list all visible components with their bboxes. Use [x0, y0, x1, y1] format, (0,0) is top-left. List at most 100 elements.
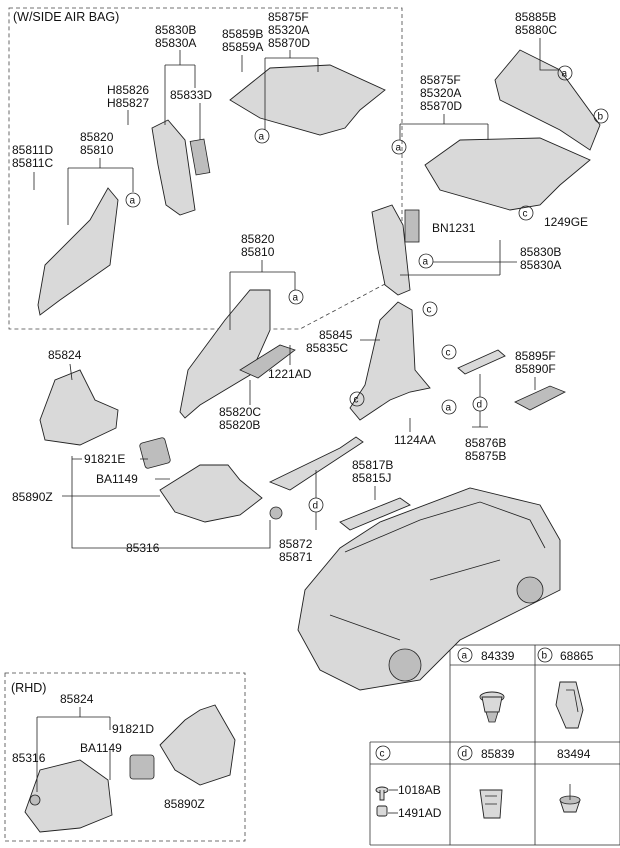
- label-BA1149: BA1149: [96, 472, 138, 486]
- legend-d-part-number: 85839: [481, 747, 515, 761]
- label-85810-top: 85810: [80, 143, 114, 157]
- label-85859A: 85859A: [222, 40, 263, 54]
- label-85870D-top: 85870D: [268, 36, 310, 50]
- legend-b-callout: b: [537, 647, 553, 663]
- pillar-b-right-part: [371, 204, 411, 296]
- grommet-85316-part: [269, 506, 283, 520]
- svg-text:d: d: [477, 400, 483, 411]
- svg-text:a: a: [562, 69, 568, 80]
- svg-text:a: a: [423, 257, 429, 268]
- label-85830A: 85830A: [155, 36, 196, 50]
- label-85845: 85845: [319, 328, 353, 342]
- label-85890Z: 85890Z: [12, 490, 53, 504]
- label-rhd-BA1149: BA1149: [80, 741, 122, 755]
- svg-text:c: c: [523, 209, 528, 220]
- pillar-b-airbag-part: [151, 119, 196, 216]
- headliner-right-part: [424, 137, 591, 211]
- label-rhd-85316: 85316: [12, 751, 46, 765]
- rhd-kick-panel-85824-part: [24, 759, 113, 833]
- label-85320A-right: 85320A: [420, 86, 461, 100]
- label-85830B: 85830B: [155, 23, 196, 37]
- cover-91821E-part: [139, 437, 171, 469]
- svg-text:d: d: [462, 749, 468, 760]
- svg-text:a: a: [396, 143, 402, 154]
- scuff-rear-part: [457, 349, 506, 375]
- label-85320A-top: 85320A: [268, 23, 309, 37]
- callout-a-pillar-c: a: [441, 399, 457, 415]
- svg-text:a: a: [446, 403, 452, 414]
- pillar-c-part: [349, 301, 431, 421]
- label-1124AA: 1124AA: [394, 433, 436, 447]
- pillar-a-airbag-part: [37, 187, 119, 316]
- label-rhd-85824: 85824: [60, 692, 94, 706]
- scuff-front-part: [268, 436, 364, 491]
- svg-text:c: c: [354, 395, 359, 406]
- cap-1491AD-icon: [376, 805, 388, 817]
- kick-panel-85824-part: [39, 369, 119, 446]
- callout-a-pillar-a-mid: a: [288, 289, 304, 305]
- label-1249GE: 1249GE: [544, 215, 588, 229]
- svg-text:a: a: [462, 651, 468, 662]
- clip-84339-icon: [479, 691, 505, 723]
- screw-1018AB-icon: [375, 786, 389, 801]
- side-airbag-section-box: [8, 7, 403, 330]
- clip-68865-icon: [555, 681, 584, 729]
- label-85824: 85824: [48, 348, 82, 362]
- label-85820C: 85820C: [219, 405, 261, 419]
- label-85870D-right: 85870D: [420, 99, 462, 113]
- rhd-section-box: [4, 672, 246, 842]
- headliner-airbag-part: [229, 64, 386, 136]
- bracket-85833D-part: [189, 138, 211, 176]
- side-airbag-section-title: (W/SIDE AIR BAG): [13, 10, 119, 24]
- legend-extra-part-number: 83494: [557, 747, 591, 761]
- callout-d-scuff-front: d: [308, 497, 324, 513]
- label-1221AD: 1221AD: [268, 367, 312, 381]
- callout-a-headliner-right: a: [391, 139, 407, 155]
- label-85876B: 85876B: [465, 436, 506, 450]
- svg-text:c: c: [427, 305, 432, 316]
- legend-c-part-1018AB: 1018AB: [398, 783, 441, 797]
- label-85820-mid: 85820: [241, 232, 275, 246]
- label-85859B: 85859B: [222, 27, 263, 41]
- label-85890F: 85890F: [515, 362, 556, 376]
- rear-panel-part: [494, 49, 601, 151]
- grommet-83494-icon: [559, 784, 581, 813]
- legend-table: [369, 644, 620, 846]
- svg-text:b: b: [542, 651, 548, 662]
- callout-c-headliner-right: c: [518, 205, 534, 221]
- legend-a-callout: a: [457, 647, 473, 663]
- vehicle-illustration: [297, 487, 561, 691]
- pillar-a-mid-part: [179, 289, 271, 419]
- svg-text:a: a: [293, 293, 299, 304]
- label-85835C: 85835C: [306, 341, 348, 355]
- rhd-kick-panel-85890Z-part: [159, 704, 236, 786]
- callout-d-scuff-rear: d: [472, 396, 488, 412]
- sill-85817B-part: [339, 497, 411, 531]
- label-85817B: 85817B: [352, 458, 393, 472]
- label-85820-top: 85820: [80, 130, 114, 144]
- svg-text:b: b: [598, 112, 604, 123]
- label-rhd-85890Z: 85890Z: [164, 797, 205, 811]
- svg-text:c: c: [380, 749, 385, 760]
- callout-a-headliner-top: a: [254, 128, 270, 144]
- label-H85827: H85827: [107, 96, 149, 110]
- callout-a-rear-panel: a: [557, 65, 573, 81]
- label-85830B-right: 85830B: [520, 245, 561, 259]
- svg-text:a: a: [259, 132, 265, 143]
- label-85871: 85871: [279, 550, 313, 564]
- label-85895F: 85895F: [515, 349, 556, 363]
- callout-a-pillar-top: a: [125, 192, 141, 208]
- label-85811D: 85811D: [12, 143, 53, 157]
- rhd-cover-91821D-part: [129, 754, 155, 780]
- rhd-grommet-85316-part: [29, 794, 41, 806]
- label-85810-mid: 85810: [241, 245, 275, 259]
- callout-a-pillar-b-right: a: [418, 253, 434, 269]
- callout-b-rear-panel: b: [593, 108, 609, 124]
- callout-c-pillar-c-low: c: [349, 391, 365, 407]
- legend-d-callout: d: [457, 745, 473, 761]
- label-85872: 85872: [279, 537, 313, 551]
- callout-c-pillar-b-right: c: [422, 301, 438, 317]
- svg-text:a: a: [130, 196, 136, 207]
- clip-85839-icon: [479, 789, 503, 819]
